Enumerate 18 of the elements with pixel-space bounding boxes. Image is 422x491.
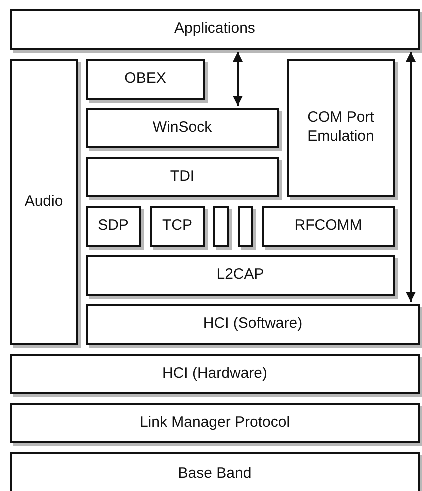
protocol-layer: OBEX (86, 59, 205, 100)
double-arrow (233, 52, 243, 106)
protocol-layer: SDP (86, 206, 141, 247)
protocol-layer: TDI (86, 157, 279, 197)
protocol-layer: RFCOMM (262, 206, 395, 247)
protocol-layer: Applications (10, 9, 420, 50)
protocol-layer: Link Manager Protocol (10, 403, 420, 443)
protocol-layer: Audio (10, 59, 78, 345)
protocol-layer: WinSock (86, 108, 279, 148)
protocol-layer: COM Port Emulation (287, 59, 395, 197)
protocol-layer: TCP (150, 206, 205, 247)
protocol-layer: HCI (Software) (86, 304, 420, 345)
empty-layer-box (213, 206, 229, 247)
double-arrow (406, 52, 416, 302)
empty-layer-box (238, 206, 253, 247)
protocol-layer: Base Band (10, 452, 420, 491)
protocol-layer: HCI (Hardware) (10, 354, 420, 394)
protocol-layer: L2CAP (86, 255, 395, 296)
